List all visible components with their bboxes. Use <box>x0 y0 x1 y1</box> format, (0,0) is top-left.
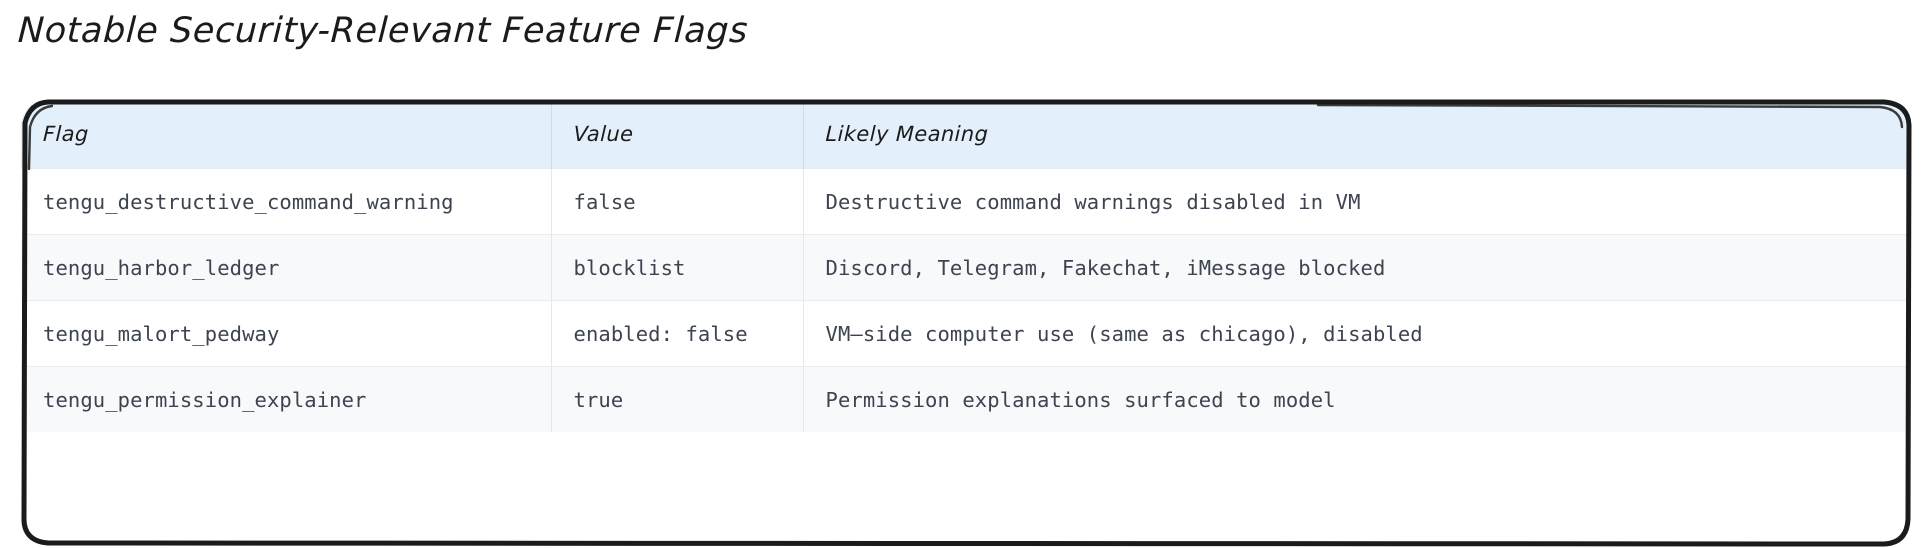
page-title: Notable Security-Relevant Feature Flags <box>16 11 750 51</box>
table-header-row: Flag Value Likely Meaning <box>21 100 1911 169</box>
cell-value: enabled: false <box>551 300 804 367</box>
table-row: tengu_harbor_ledger blocklist Discord, T… <box>21 234 1911 301</box>
feature-flags-table-container: Flag Value Likely Meaning tengu_destruct… <box>18 97 1914 548</box>
cell-flag: tengu_harbor_ledger <box>21 234 552 301</box>
table-body: tengu_destructive_command_warning false … <box>21 168 1911 432</box>
cell-meaning: Permission explanations surfaced to mode… <box>803 366 1911 432</box>
cell-value: false <box>551 168 804 235</box>
cell-flag: tengu_permission_explainer <box>21 366 552 432</box>
cell-value: true <box>551 366 804 432</box>
column-header-value[interactable]: Value <box>549 100 805 169</box>
cell-meaning: VM–side computer use (same as chicago), … <box>803 300 1911 367</box>
feature-flags-table: Flag Value Likely Meaning tengu_destruct… <box>21 100 1911 432</box>
column-header-flag[interactable]: Flag <box>21 100 553 169</box>
cell-meaning: Destructive command warnings disabled in… <box>803 168 1911 235</box>
cell-flag: tengu_malort_pedway <box>21 300 552 367</box>
table-clip: Flag Value Likely Meaning tengu_destruct… <box>21 100 1911 548</box>
cell-meaning: Discord, Telegram, Fakechat, iMessage bl… <box>803 234 1911 301</box>
column-header-meaning[interactable]: Likely Meaning <box>825 122 989 146</box>
table-row: tengu_malort_pedway enabled: false VM–si… <box>21 300 1911 367</box>
cell-flag: tengu_destructive_command_warning <box>21 168 552 235</box>
cell-value: blocklist <box>551 234 804 301</box>
table-header: Flag Value Likely Meaning <box>21 100 1911 169</box>
table-row: tengu_destructive_command_warning false … <box>21 168 1911 235</box>
table-row: tengu_permission_explainer true Permissi… <box>21 366 1911 432</box>
